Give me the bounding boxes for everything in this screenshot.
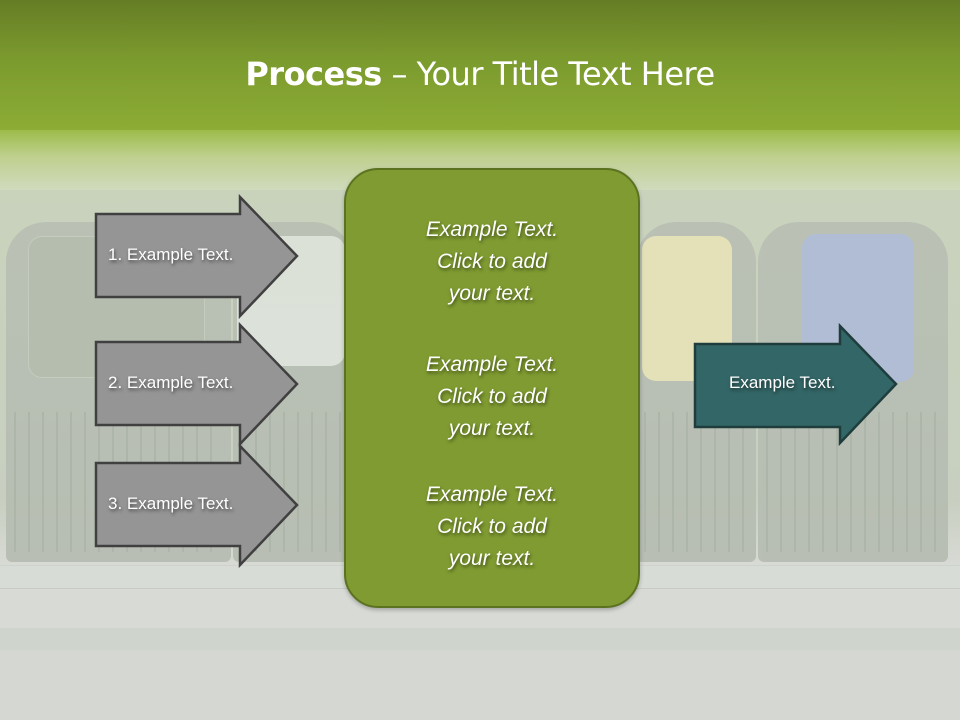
input-arrow-label: 1. Example Text. <box>108 245 234 264</box>
center-text-line: Example Text. <box>425 353 559 376</box>
header-band <box>0 0 960 130</box>
arrow-right-icon <box>693 322 898 447</box>
road-curb <box>0 628 960 650</box>
center-text-line: your text. <box>448 417 536 440</box>
center-process-box[interactable]: Example Text. Click to add your text. Ex… <box>344 168 640 608</box>
input-arrow-3[interactable]: 3. Example Text. <box>94 442 299 569</box>
center-text-line: Click to add <box>437 250 547 273</box>
input-arrow-2[interactable]: 2. Example Text. <box>94 321 299 448</box>
center-text-line: Example Text. <box>425 483 559 506</box>
output-arrow-label: Example Text. <box>729 373 836 392</box>
arrow-right-icon <box>94 193 299 320</box>
arrow-right-icon <box>94 321 299 448</box>
center-text-line: your text. <box>448 547 536 570</box>
center-text-block-1[interactable]: Example Text. Click to add your text. <box>346 214 638 310</box>
output-arrow[interactable]: Example Text. <box>693 322 898 447</box>
road <box>0 650 960 720</box>
center-text-block-3[interactable]: Example Text. Click to add your text. <box>346 479 638 575</box>
input-arrow-label: 3. Example Text. <box>108 494 234 513</box>
slide-title[interactable]: Process – Your Title Text Here <box>0 54 960 94</box>
center-text-block-2[interactable]: Example Text. Click to add your text. <box>346 349 638 445</box>
center-text-line: Click to add <box>437 385 547 408</box>
title-rest: – Your Title Text Here <box>381 55 715 93</box>
center-text-line: Example Text. <box>425 218 559 241</box>
input-arrow-1[interactable]: 1. Example Text. <box>94 193 299 320</box>
input-arrow-label: 2. Example Text. <box>108 373 234 392</box>
center-text-line: your text. <box>448 282 536 305</box>
center-text-line: Click to add <box>437 515 547 538</box>
arrow-right-icon <box>94 442 299 569</box>
title-bold: Process <box>245 55 382 93</box>
